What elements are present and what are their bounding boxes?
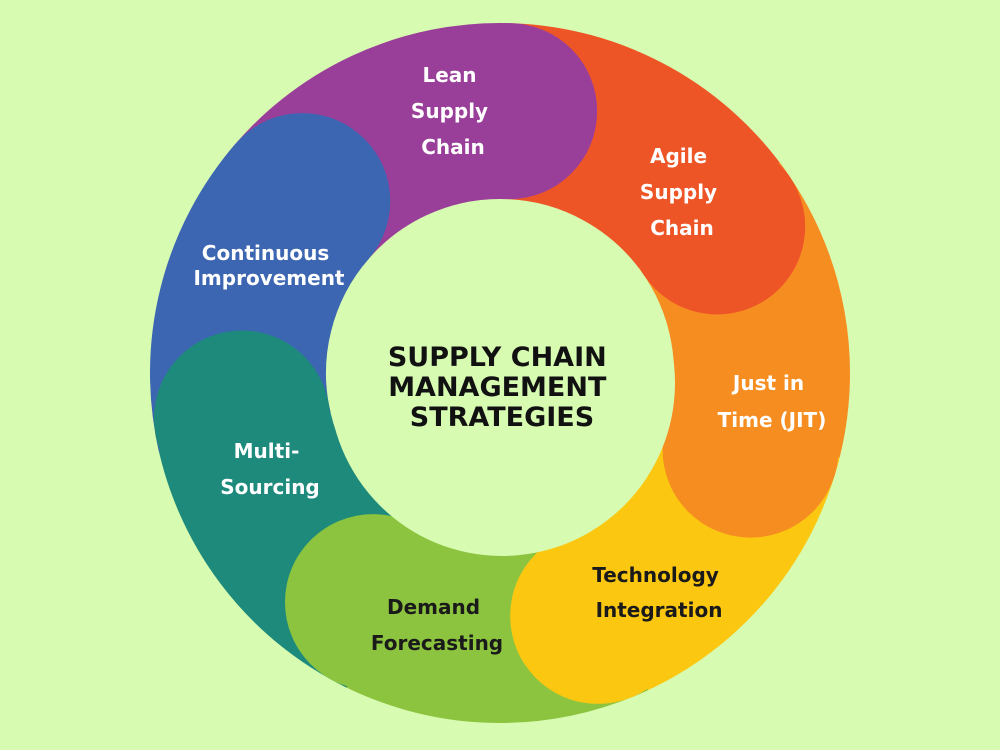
segment-cap-multi-sourcing — [153, 330, 330, 507]
segment-cap-demand-forecasting — [284, 514, 461, 691]
label-just-in-time: Just in Time (JIT) — [718, 371, 827, 432]
label-demand-forecasting: Demand Forecasting — [371, 595, 503, 655]
label-agile-supply-chain: Agile Supply Chain — [640, 144, 724, 240]
segment-end-caps — [153, 23, 839, 704]
label-continuous-improvement: Continuous Improvement — [193, 241, 344, 290]
label-lean-supply-chain: Lean Supply Chain — [411, 63, 495, 159]
segment-cap-just-in-time — [662, 361, 839, 538]
label-technology-integration: Technology Integration — [592, 563, 726, 622]
segment-cap-lean-supply-chain — [421, 23, 598, 200]
segment-cap-agile-supply-chain — [629, 138, 806, 315]
center-title: SUPPLY CHAIN MANAGEMENT STRATEGIES — [388, 342, 616, 433]
center-circle — [329, 210, 675, 556]
label-multi-sourcing: Multi- Sourcing — [220, 439, 320, 499]
segment-cap-technology-integration — [510, 527, 687, 704]
segment-cap-continuous-improvement — [214, 113, 391, 290]
